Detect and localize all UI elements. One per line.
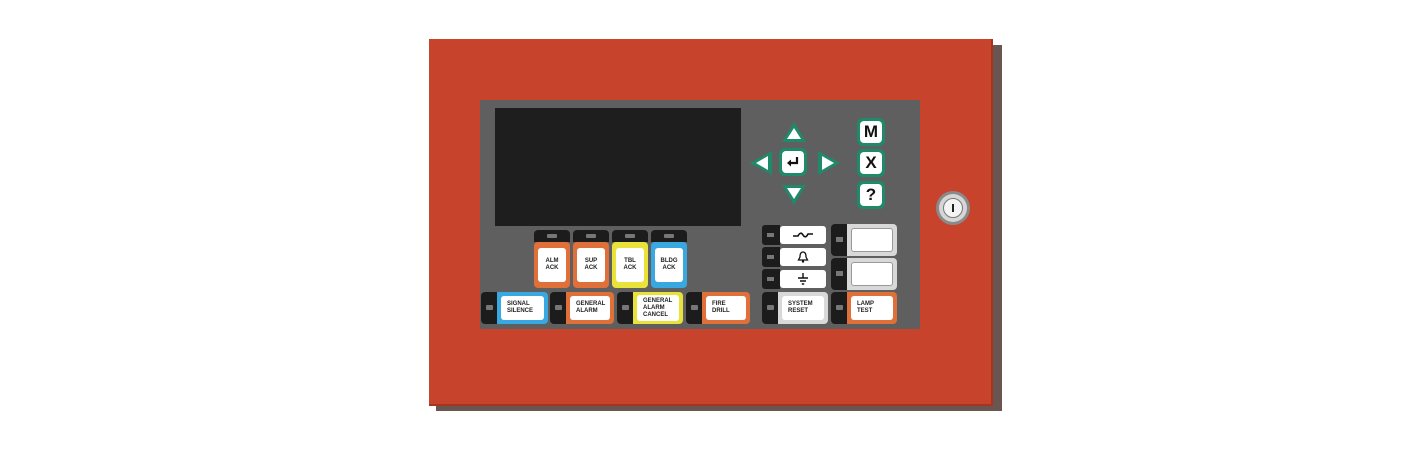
enter-button[interactable] (779, 148, 807, 176)
general-alarm-cancel-led (622, 305, 629, 310)
tbl-ack-label-1: TBL (624, 258, 636, 264)
lamp-test-led (836, 305, 843, 310)
ground-fault-led (767, 277, 774, 281)
menu-x-button[interactable]: X (857, 149, 885, 177)
menu-m-button[interactable]: M (857, 118, 885, 146)
enter-icon (787, 157, 799, 167)
key-lock-icon (943, 198, 963, 218)
general-alarm-cancel-label-1: GENERAL (643, 297, 673, 304)
key-switch[interactable] (936, 191, 970, 225)
bldg-ack-label-1: BLDG (660, 258, 678, 264)
tbl-ack-label-2: ACK (623, 265, 637, 271)
system-reset-label-2: RESET (788, 308, 809, 314)
sup-ack-led (586, 234, 596, 238)
up-arrow-icon[interactable] (781, 121, 807, 143)
system-reset-led (767, 305, 774, 310)
alm-ack-label-1: ALM (545, 258, 559, 264)
sup-ack-label-2: ACK (584, 265, 598, 271)
sup-ack-label-1: SUP (584, 258, 598, 264)
ac-power-led (767, 233, 774, 237)
alarm-silenced-indicator (762, 247, 828, 267)
general-alarm-label-1: GENERAL (576, 301, 606, 307)
system-reset-label-1: SYSTEM (788, 301, 813, 307)
programmable-1-led (836, 237, 843, 242)
general-alarm-cancel-label-3: CANCEL (643, 311, 668, 318)
bldg-ack-label-2: ACK (662, 265, 676, 271)
programmable-button-2[interactable] (831, 258, 897, 290)
general-alarm-led (555, 305, 562, 310)
down-arrow-icon[interactable] (781, 184, 807, 206)
alarm-bell-icon (797, 251, 809, 263)
lcd-display (495, 108, 741, 226)
signal-silence-label-1: SIGNAL (507, 301, 530, 307)
left-arrow-icon[interactable] (749, 150, 773, 176)
alm-ack-led (547, 234, 557, 238)
ac-power-icon (793, 232, 813, 238)
lamp-test-label-2: TEST (857, 308, 873, 314)
fire-drill-led (691, 305, 698, 310)
ground-fault-icon (798, 273, 808, 285)
fire-drill-label-1: FIRE (712, 301, 726, 307)
alarm-silenced-led (767, 255, 774, 259)
help-label: ? (860, 184, 882, 206)
general-alarm-label-2: ALARM (576, 308, 598, 314)
signal-silence-label-2: SILENCE (507, 308, 534, 314)
signal-silence-led (486, 305, 493, 310)
help-button[interactable]: ? (857, 181, 885, 209)
lamp-test-label-1: LAMP (857, 301, 874, 307)
ground-fault-indicator (762, 269, 828, 289)
general-alarm-cancel-label-2: ALARM (643, 304, 665, 311)
programmable-button-1[interactable] (831, 224, 897, 256)
tbl-ack-led (625, 234, 635, 238)
fire-drill-label-2: DRILL (712, 308, 730, 314)
alm-ack-label-2: ACK (545, 265, 559, 271)
right-arrow-icon[interactable] (817, 150, 841, 176)
programmable-2-led (836, 271, 843, 276)
bldg-ack-led (664, 234, 674, 238)
menu-x-label: X (860, 152, 882, 174)
ac-power-indicator (762, 225, 828, 245)
menu-m-label: M (860, 121, 882, 143)
